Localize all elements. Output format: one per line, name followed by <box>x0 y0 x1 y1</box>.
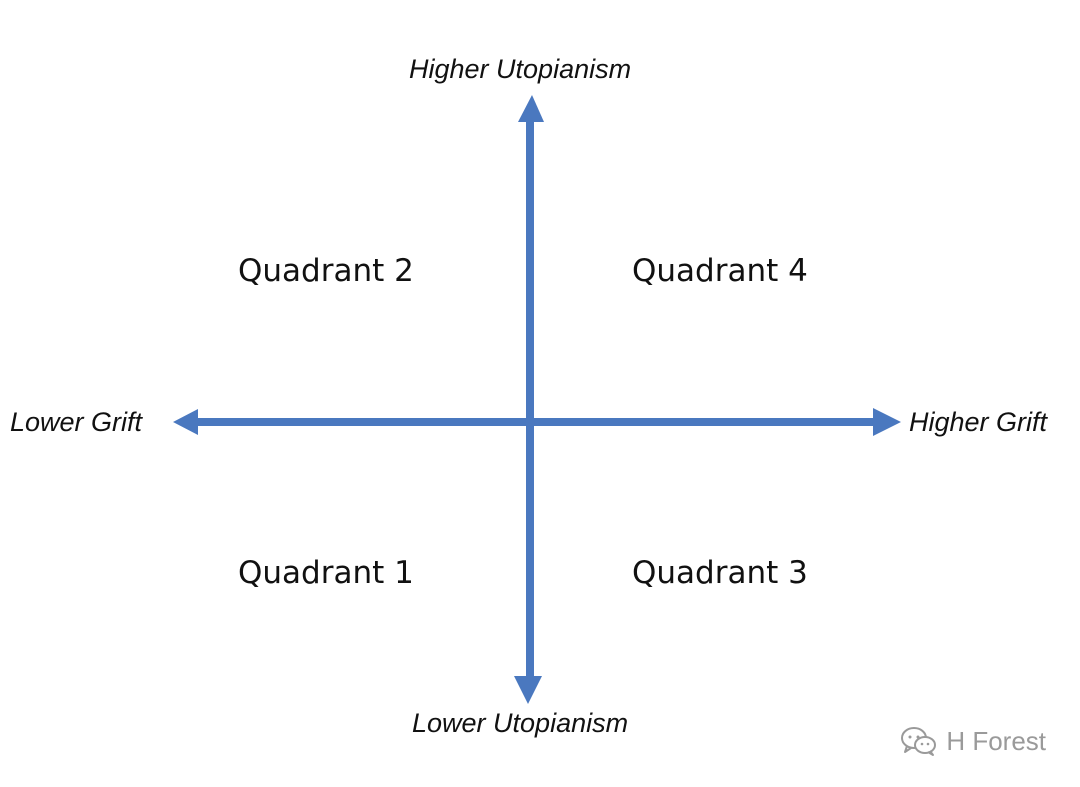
quadrant-top-left-label: Quadrant 2 <box>238 253 414 289</box>
right-arrowhead <box>873 408 901 436</box>
left-arrowhead <box>173 409 198 435</box>
bottom-axis-label: Lower Utopianism <box>412 708 629 738</box>
quadrant-bottom-right-label: Quadrant 3 <box>632 555 808 591</box>
quadrant-top-right-label: Quadrant 4 <box>632 253 808 289</box>
right-axis-label: Higher Grift <box>909 407 1048 437</box>
left-axis-label: Lower Grift <box>10 407 143 437</box>
top-arrowhead <box>518 95 544 122</box>
watermark: H Forest <box>900 725 1046 757</box>
top-axis-label: Higher Utopianism <box>409 54 632 84</box>
wechat-icon <box>901 727 937 756</box>
horizontal-axis <box>173 408 901 436</box>
quadrant-bottom-left-label: Quadrant 1 <box>238 555 414 591</box>
bottom-arrowhead <box>514 676 542 704</box>
watermark-text: H Forest <box>946 726 1046 756</box>
vertical-axis <box>514 95 544 704</box>
